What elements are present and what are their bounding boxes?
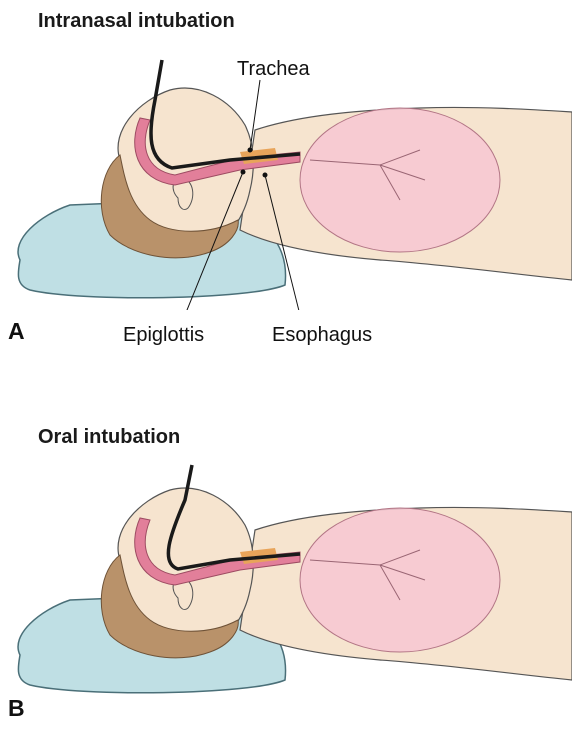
illustration-oral-intubation	[0, 455, 572, 700]
title-intranasal-intubation: Intranasal intubation	[38, 10, 235, 33]
title-oral-intubation: Oral intubation	[38, 426, 180, 449]
label-esophagus: Esophagus	[272, 324, 372, 347]
panel-letter-b: B	[8, 695, 25, 722]
panel-letter-a: A	[8, 318, 25, 345]
lungs	[300, 508, 500, 652]
label-epiglottis: Epiglottis	[123, 324, 204, 347]
label-trachea: Trachea	[237, 58, 310, 81]
lungs	[300, 108, 500, 252]
